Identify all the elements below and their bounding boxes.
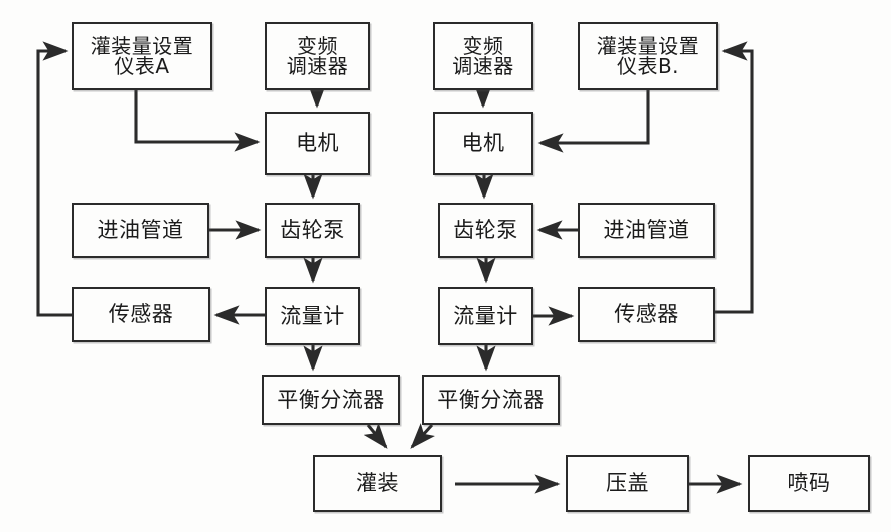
node-label: 电机	[296, 131, 339, 156]
node-label: 变频 调速器	[452, 33, 514, 78]
node-variable-frequency-drive-b[interactable]: 变频 调速器	[433, 22, 533, 90]
node-flowmeter-b[interactable]: 流量计	[438, 287, 533, 345]
node-label: 进油管道	[97, 218, 184, 243]
node-label: 传感器	[614, 302, 679, 327]
node-label: 喷码	[787, 471, 831, 496]
node-label: 灌装量设置 仪表A	[90, 33, 194, 78]
node-label: 灌装	[356, 471, 399, 496]
node-oil-inlet-pipe-b[interactable]: 进油管道	[578, 203, 715, 258]
node-label: 变频 调速器	[286, 33, 349, 78]
node-label: 齿轮泵	[280, 218, 345, 243]
node-gear-pump-b[interactable]: 齿轮泵	[438, 203, 533, 258]
edge-splitter-a-to-filling	[363, 422, 388, 449]
node-label: 平衡分流器	[277, 387, 385, 412]
node-gear-pump-a[interactable]: 齿轮泵	[265, 203, 360, 258]
node-inkjet-coding-station[interactable]: 喷码	[748, 455, 870, 512]
node-label: 平衡分流器	[437, 387, 545, 412]
node-label: 流量计	[280, 303, 345, 328]
node-label: 齿轮泵	[453, 218, 518, 243]
node-label: 电机	[461, 131, 505, 156]
edge-set-a-to-motor-a	[134, 90, 261, 152]
node-filling-station[interactable]: 灌装	[313, 455, 442, 512]
node-filling-setpoint-meter-b[interactable]: 灌装量设置 仪表B.	[578, 22, 718, 90]
node-oil-inlet-pipe-a[interactable]: 进油管道	[72, 203, 209, 258]
node-filling-setpoint-meter-a[interactable]: 灌装量设置 仪表A	[72, 22, 212, 90]
node-sensor-b[interactable]: 传感器	[578, 287, 715, 342]
node-sensor-a[interactable]: 传感器	[72, 287, 210, 342]
node-label: 传感器	[108, 302, 174, 327]
node-label: 灌装量设置 仪表B.	[596, 33, 700, 78]
node-variable-frequency-drive-a[interactable]: 变频 调速器	[265, 22, 370, 90]
edge-sensor-b-to-set-b	[715, 41, 754, 314]
node-motor-a[interactable]: 电机	[265, 112, 370, 175]
edge-splitter-b-to-filling	[410, 423, 435, 449]
node-balance-flow-divider-b[interactable]: 平衡分流器	[422, 375, 560, 425]
edge-set-b-to-motor-b	[537, 90, 650, 153]
edge-sensor-a-to-set-a	[36, 41, 72, 317]
node-label: 压盖	[606, 471, 649, 496]
node-label: 进油管道	[603, 218, 690, 243]
node-capping-station[interactable]: 压盖	[566, 455, 689, 512]
node-label: 流量计	[453, 303, 518, 328]
node-balance-flow-divider-a[interactable]: 平衡分流器	[262, 375, 400, 425]
node-motor-b[interactable]: 电机	[433, 112, 533, 175]
node-flowmeter-a[interactable]: 流量计	[265, 287, 360, 345]
